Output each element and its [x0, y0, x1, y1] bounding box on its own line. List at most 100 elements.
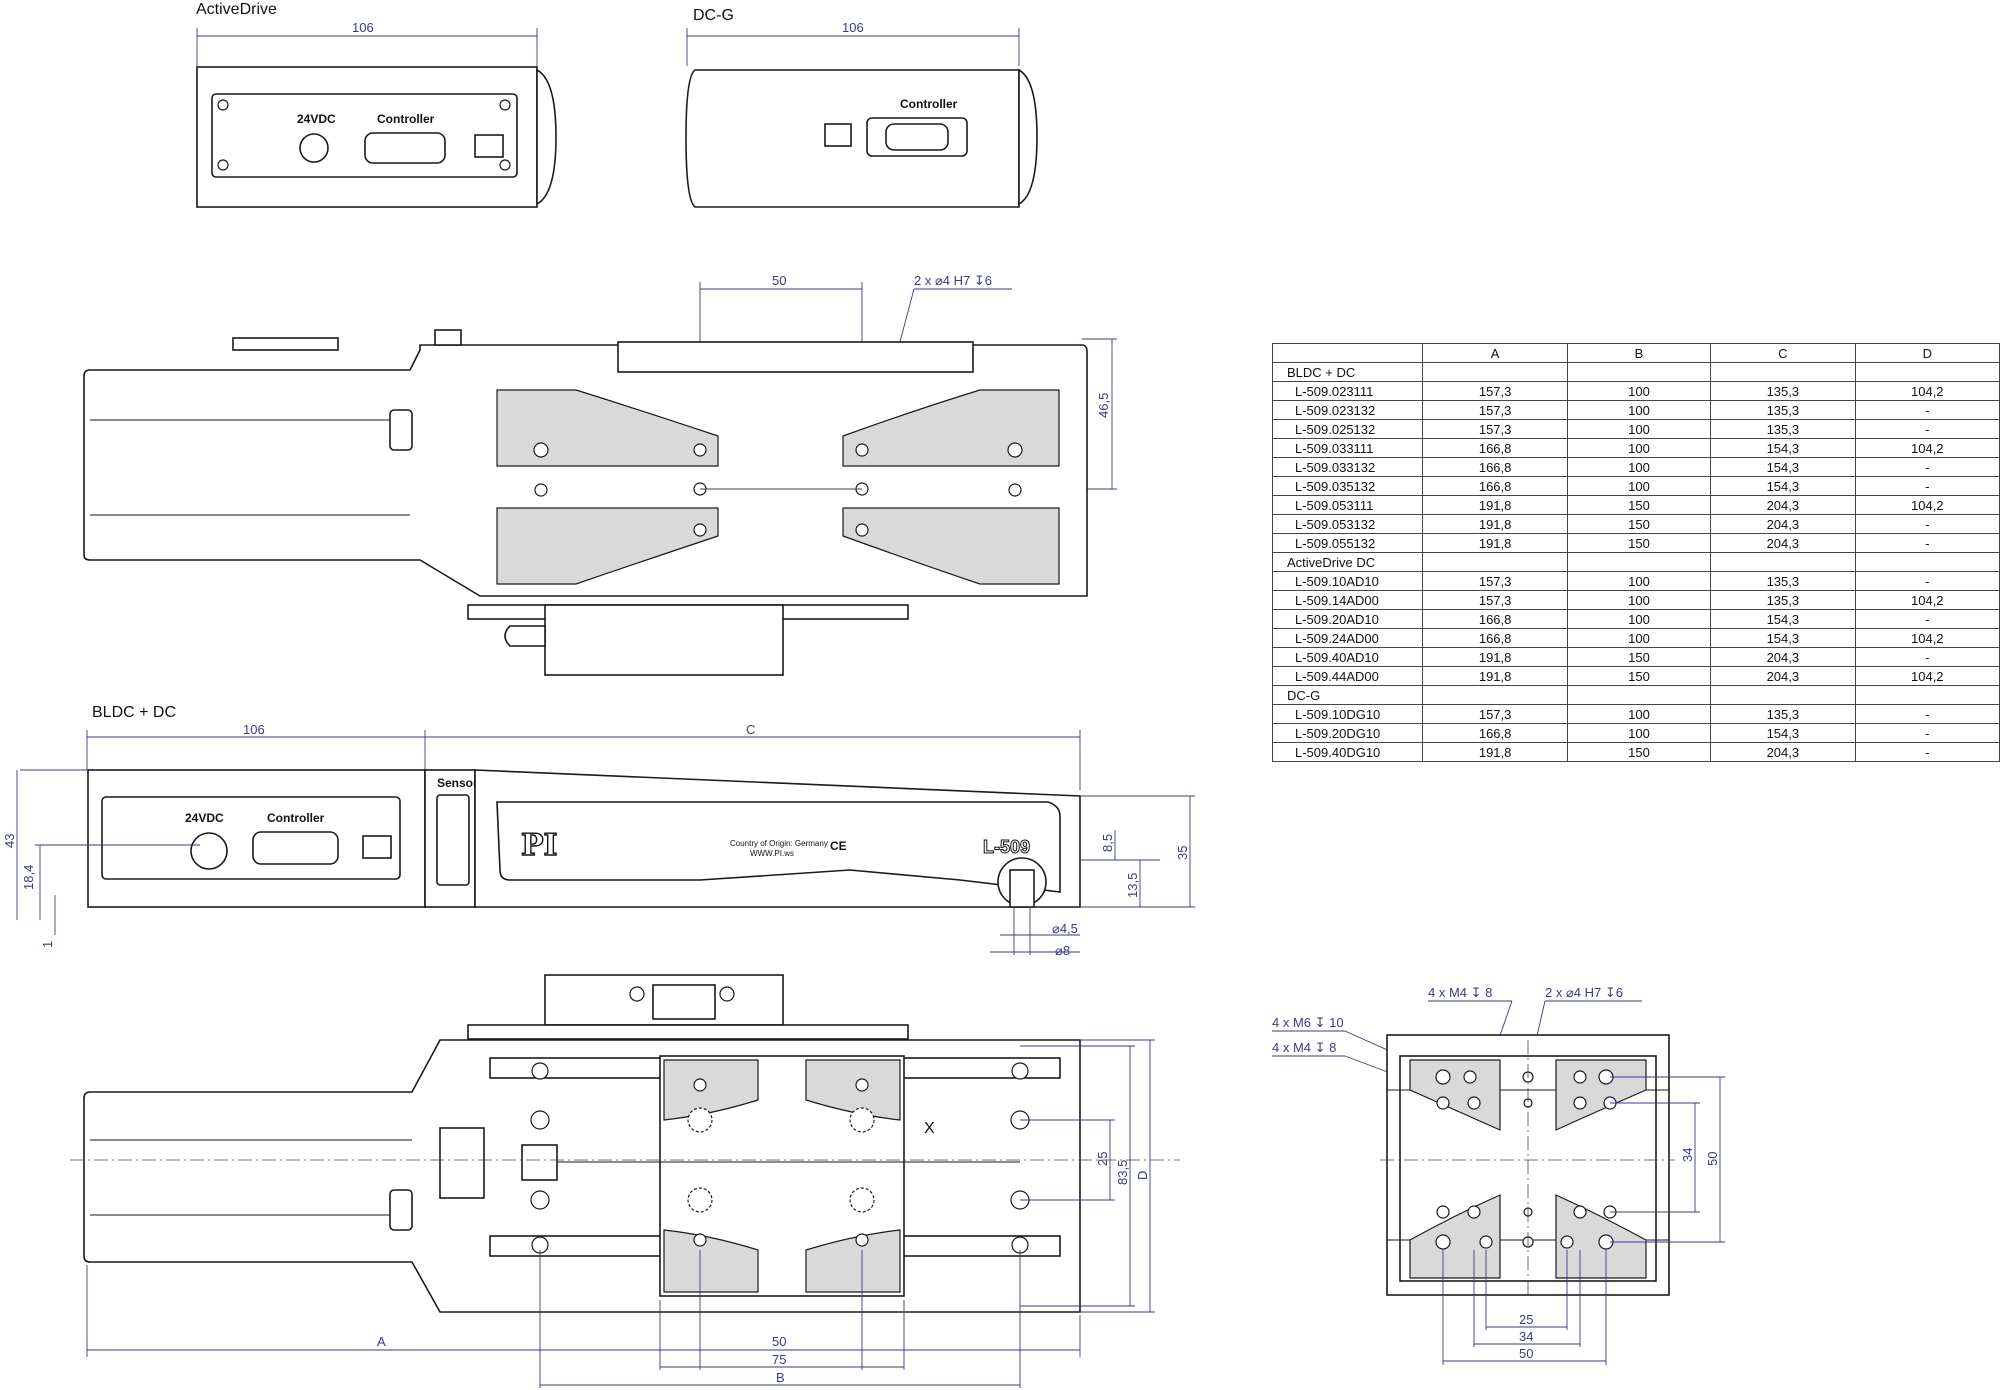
table-cell-empty	[1710, 552, 1856, 572]
table-cell: 135,3	[1710, 400, 1856, 420]
table-cell: -	[1854, 400, 2000, 420]
table-cell: -	[1854, 457, 2000, 477]
label-24vdc-side: 24VDC	[185, 811, 224, 825]
table-cell: 191,8	[1422, 533, 1568, 553]
table-cell-model: L-509.055132	[1271, 533, 1424, 553]
table-cell-model: L-509.14AD00	[1271, 590, 1424, 610]
table-cell: 166,8	[1422, 476, 1568, 496]
dim-25: 25	[1095, 1152, 1110, 1166]
dim-50-top: 50	[772, 273, 786, 288]
table-cell: 154,3	[1710, 723, 1856, 743]
dcg-end-view: DC-G 106 Controller	[685, 7, 1038, 208]
table-cell: -	[1854, 476, 2000, 496]
table-cell: 154,3	[1710, 628, 1856, 648]
table-cell-model: L-509.10DG10	[1271, 704, 1424, 724]
label-controller-side: Controller	[267, 811, 325, 825]
table-cell: -	[1854, 571, 2000, 591]
table-cell: 157,3	[1422, 419, 1568, 439]
table-header-cell: A	[1422, 343, 1568, 363]
table-cell: 166,8	[1422, 628, 1568, 648]
table-cell: 104,2	[1854, 628, 2000, 648]
table-cell: 166,8	[1422, 457, 1568, 477]
table-cell: -	[1854, 647, 2000, 667]
table-cell: 150	[1566, 742, 1712, 762]
label-m6: 4 x M6 ↧ 10	[1272, 1015, 1344, 1030]
dim-50-bottom: 50	[772, 1334, 786, 1349]
table-cell-model: L-509.10AD10	[1271, 571, 1424, 591]
table-cell: 100	[1566, 400, 1712, 420]
table-cell: 100	[1566, 419, 1712, 439]
table-cell-model: L-509.24AD00	[1271, 628, 1424, 648]
label-controller-dcg: Controller	[900, 97, 958, 111]
table-cell-model: L-509.035132	[1271, 476, 1424, 496]
table-cell: 204,3	[1710, 742, 1856, 762]
table-cell: 104,2	[1854, 495, 2000, 515]
table-cell: 191,8	[1422, 495, 1568, 515]
activedrive-end-view: ActiveDrive 106 24VDC Controller	[196, 1, 557, 208]
table-cell-model: L-509.20DG10	[1271, 723, 1424, 743]
dim-43: 43	[2, 834, 17, 848]
table-cell: 100	[1566, 457, 1712, 477]
table-cell-empty	[1710, 362, 1856, 382]
dim-50-right: 50	[1519, 1346, 1533, 1361]
table-cell: -	[1854, 704, 2000, 724]
table-cell-model: L-509.023111	[1271, 381, 1424, 401]
table-cell: 150	[1566, 666, 1712, 686]
table-cell: 166,8	[1422, 723, 1568, 743]
carriage-detail: 4 x M4 ↧ 8 2 x ⌀4 H7 ↧6 4 x M6 ↧ 10 4 x …	[1272, 985, 1725, 1365]
table-cell-empty	[1854, 685, 2000, 705]
table-cell: 150	[1566, 533, 1712, 553]
table-header-cell: D	[1854, 343, 2000, 363]
table-cell: 157,3	[1422, 400, 1568, 420]
table-cell: 191,8	[1422, 647, 1568, 667]
side-view: BLDC + DC 106 C 24VDC Controller Sensor …	[2, 704, 1195, 958]
dim-34-vert: 34	[1680, 1148, 1695, 1162]
table-cell-model: L-509.40DG10	[1271, 742, 1424, 762]
table-cell: 135,3	[1710, 704, 1856, 724]
label-sensor: Sensor	[437, 776, 478, 790]
bldc-title: BLDC + DC	[92, 704, 176, 721]
dim-b: B	[776, 1370, 785, 1385]
table-cell: 135,3	[1710, 419, 1856, 439]
table-cell: 135,3	[1710, 590, 1856, 610]
table-cell: 157,3	[1422, 381, 1568, 401]
dim-46-5: 46,5	[1096, 393, 1111, 418]
table-header-cell: C	[1710, 343, 1856, 363]
dim-83-5: 83,5	[1115, 1160, 1130, 1185]
table-cell: 104,2	[1854, 438, 2000, 458]
top-view: 50 2 x ⌀4 H7 ↧6 46,5	[83, 273, 1117, 676]
dim-a: A	[377, 1334, 386, 1349]
dim-34-right: 34	[1519, 1329, 1533, 1344]
dim-1: 1	[40, 941, 55, 948]
hole-spec-top: 2 x ⌀4 H7 ↧6	[914, 273, 992, 288]
dim-35: 35	[1175, 846, 1190, 860]
table-cell-empty	[1854, 552, 2000, 572]
table-cell-model: L-509.053111	[1271, 495, 1424, 515]
dim-50-vert: 50	[1705, 1152, 1720, 1166]
label-controller-top: Controller	[377, 112, 435, 126]
model-l509: L-509	[983, 837, 1030, 857]
table-cell: 150	[1566, 514, 1712, 534]
table-cell: 100	[1566, 438, 1712, 458]
table-cell-model: L-509.025132	[1271, 419, 1424, 439]
table-cell-empty	[1854, 362, 2000, 382]
table-cell-empty	[1710, 685, 1856, 705]
table-cell-model: L-509.40AD10	[1271, 647, 1424, 667]
table-group-title: BLDC + DC	[1271, 362, 1424, 382]
dim-13-5: 13,5	[1125, 873, 1140, 898]
dim-106-side: 106	[243, 722, 265, 737]
table-group-title: ActiveDrive DC	[1271, 552, 1424, 572]
table-cell: 191,8	[1422, 742, 1568, 762]
